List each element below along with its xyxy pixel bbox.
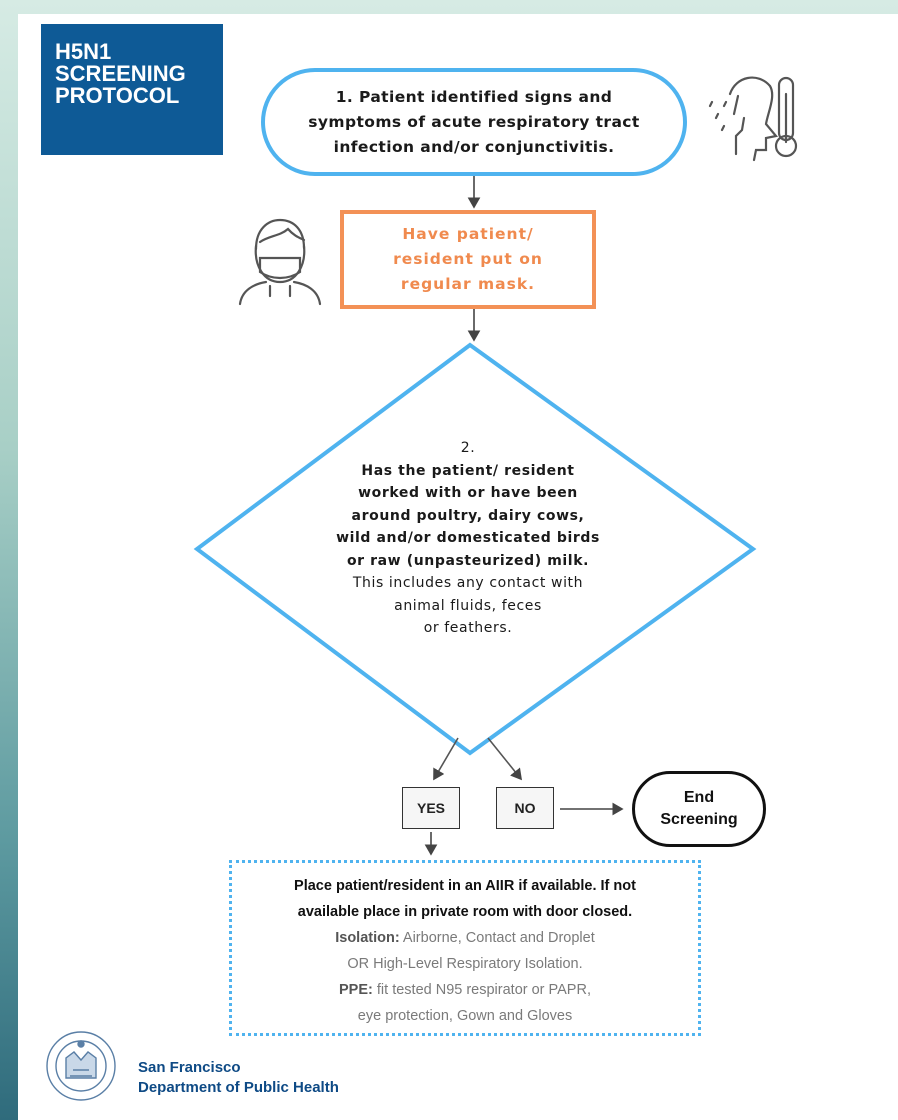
organization-name: San Francisco Department of Public Healt… <box>138 1058 339 1098</box>
question-number: 2. <box>460 440 476 456</box>
flowchart-page: H5N1 SCREENING PROTOCOL 1. Patient ident… <box>18 14 898 1120</box>
isolation-instructions-box: Place patient/resident in an AIIR if ava… <box>229 860 701 1036</box>
end-line-1: End <box>683 789 715 806</box>
question-bold-line: worked with or have been <box>358 485 578 501</box>
mask-line-2: resident put on <box>393 250 543 268</box>
isolation-type-line: Isolation: Airborne, Contact and Droplet <box>232 925 698 951</box>
ppe-line: PPE: fit tested N95 respirator or PAPR, <box>232 977 698 1003</box>
masked-person-icon <box>238 218 322 306</box>
ppe-text-2: eye protection, Gown and Gloves <box>357 1008 573 1024</box>
mask-line-3: regular mask. <box>400 275 536 293</box>
question-normal-line: animal fluids, feces <box>394 597 542 614</box>
isolation-main-line-2: available place in private room with doo… <box>297 904 633 920</box>
question-normal-line: or feathers. <box>423 620 513 636</box>
yes-answer-box: YES <box>402 787 460 829</box>
isolation-text-2: OR High-Level Respiratory Isolation. <box>347 956 583 972</box>
question-text: 2. Has the patient/ resident worked with… <box>283 437 653 640</box>
org-line-2: Department of Public Health <box>138 1079 339 1096</box>
flow-connectors <box>46 76 798 1101</box>
question-normal-line: This includes any contact with <box>352 575 584 591</box>
mask-step-box: Have patient/ resident put on regular ma… <box>340 210 596 309</box>
question-bold-line: around poultry, dairy cows, <box>351 507 585 524</box>
question-bold-line: or raw (unpasteurized) milk. <box>346 552 590 569</box>
step1-line-3: infection and/or conjunctivitis. <box>333 137 615 156</box>
question-bold-line: Has the patient/ resident <box>361 462 575 479</box>
mask-line-1: Have patient/ <box>402 225 534 243</box>
city-seal-logo <box>46 1031 116 1101</box>
ppe-label: PPE: <box>339 982 373 998</box>
ppe-text-1: fit tested N95 respirator or PAPR, <box>372 982 591 998</box>
end-line-2: Screening <box>660 811 738 828</box>
isolation-text-1: Airborne, Contact and Droplet <box>399 930 595 946</box>
title-line-3: PROTOCOL <box>55 83 180 108</box>
org-line-1: San Francisco <box>138 1059 241 1076</box>
title-line-2: SCREENING <box>55 61 186 86</box>
end-screening-terminal: End Screening <box>632 771 766 847</box>
step1-line-1: 1. Patient identified signs and <box>335 87 613 106</box>
no-answer-box: NO <box>496 787 554 829</box>
step1-line-2: symptoms of acute respiratory tract <box>308 112 640 131</box>
arrow-question-to-no <box>487 737 523 781</box>
step1-symptoms-box: 1. Patient identified signs and symptoms… <box>261 68 687 176</box>
arrow-question-to-yes <box>433 737 459 781</box>
sick-face-thermometer-icon <box>708 76 798 162</box>
isolation-main-line-1: Place patient/resident in an AIIR if ava… <box>294 878 636 894</box>
question-diamond <box>193 342 757 756</box>
protocol-title: H5N1 SCREENING PROTOCOL <box>41 24 223 155</box>
isolation-label: Isolation: <box>335 930 400 946</box>
question-bold-line: wild and/or domesticated birds <box>336 530 600 546</box>
title-line-1: H5N1 <box>55 39 112 64</box>
